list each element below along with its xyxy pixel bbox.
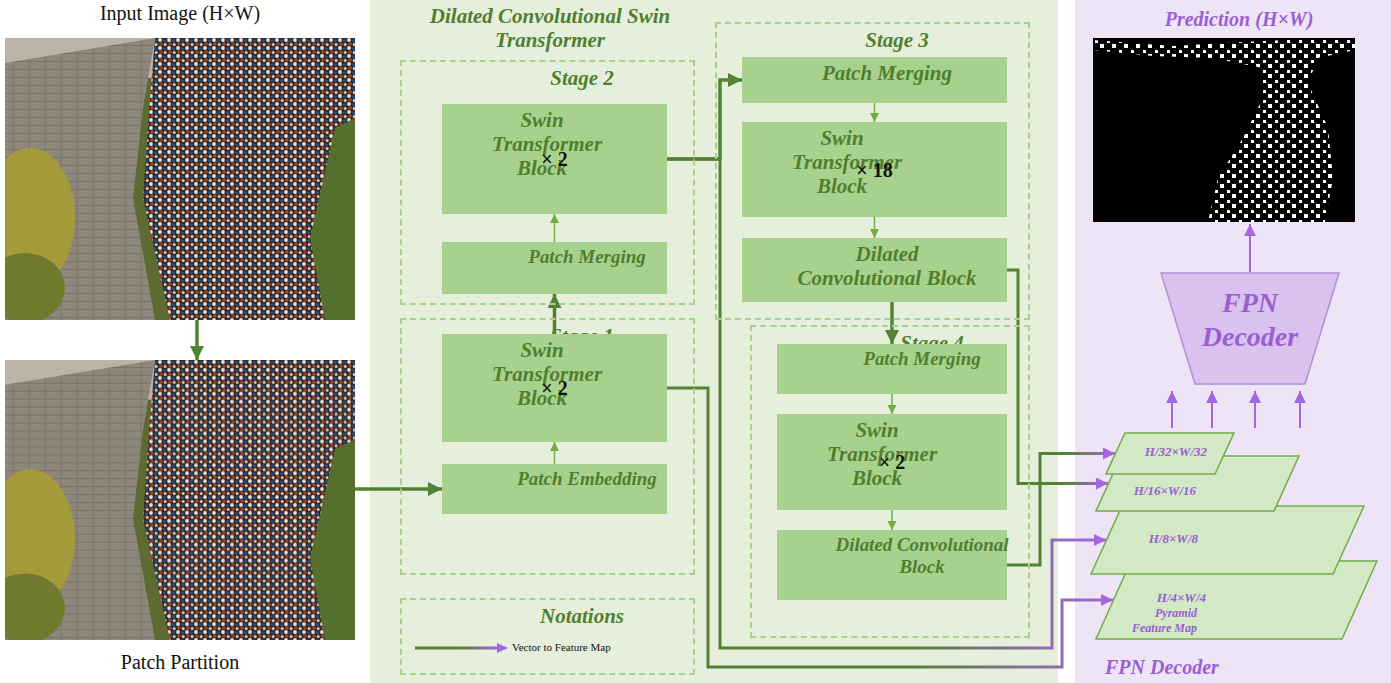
legend-arrowhead xyxy=(497,643,508,653)
process-block: Dilated Convolutional Block xyxy=(777,530,1007,600)
legend-arrow xyxy=(415,647,498,650)
node-label: Stage 2 xyxy=(452,66,712,90)
connector xyxy=(1171,391,1173,428)
feature-map: H/8×W/8 xyxy=(1090,505,1365,575)
decoder-trapezoid: FPN Decoder xyxy=(1160,272,1340,385)
connector xyxy=(667,80,742,159)
node-label: Dilated Convolutional Swin Transformer xyxy=(420,4,680,52)
process-block: Dilated Convolutional Block xyxy=(742,238,1007,302)
node-label: Patch Embedding xyxy=(492,468,682,510)
connector xyxy=(1249,224,1251,272)
connector xyxy=(667,388,1113,667)
stage-box: Stage 3 Patch MergingSwin Transformer Blo… xyxy=(715,22,1030,320)
head-points xyxy=(1093,38,1355,222)
prediction-ground xyxy=(1093,38,1355,222)
parallelogram-outline xyxy=(1106,433,1234,474)
connector xyxy=(195,320,199,360)
node-label: H/16×W/16 xyxy=(1114,483,1196,508)
stage-box: Stage 4Patch MergingSwin Transformer Blo… xyxy=(750,325,1030,638)
node-label: Prediction (H×W) xyxy=(1123,8,1355,218)
decoder-panel-ground xyxy=(1075,0,1391,683)
connector xyxy=(874,217,876,238)
image-node: Patch Partition xyxy=(5,360,355,676)
node-label: FPN Decoder xyxy=(1180,286,1320,381)
crowd-photo xyxy=(0,38,355,323)
connector xyxy=(554,214,556,242)
process-block: Swin Transformer Block× 18 xyxy=(742,122,1007,217)
process-block: Swin Transformer Block× 2 xyxy=(777,414,1007,510)
node-label: Dilated Convolutional Block xyxy=(792,242,982,290)
node-label: Pyramid Feature Map xyxy=(1115,606,1197,643)
node-label: × 2 xyxy=(541,147,567,171)
prediction-node: Prediction (H×W) xyxy=(1093,6,1355,222)
node-label: Swin Transformer Block xyxy=(827,418,927,506)
parallelogram-outline xyxy=(1096,561,1377,639)
stage-box: Stage 1Swin Transformer Block× 2Patch Em… xyxy=(400,318,695,575)
node-label: Patch Partition xyxy=(5,651,355,674)
connector xyxy=(1211,391,1213,428)
connector xyxy=(1299,391,1301,428)
connector xyxy=(355,487,442,491)
connector xyxy=(890,302,894,344)
process-block: Patch Embedding xyxy=(442,464,667,514)
decoder-panel: FPN DecoderPrediction (H×W)FPN DecoderPy… xyxy=(1075,0,1391,683)
pyramid-group: Pyramid Feature Map H/32×W/32H/16×W/16H/8… xyxy=(1085,428,1383,647)
node-label: H/32×W/32 xyxy=(1125,444,1207,471)
process-block: Patch Merging xyxy=(742,57,1007,103)
connector xyxy=(874,103,876,122)
trapezoid-outline xyxy=(1161,273,1339,384)
node-label: Stage 3 xyxy=(767,28,1027,52)
feature-map: H/32×W/32 xyxy=(1105,432,1235,475)
node-label: × 2 xyxy=(879,450,905,474)
parallelogram-outline xyxy=(1091,506,1364,574)
node-label: Patch Merging xyxy=(827,348,1017,390)
connector xyxy=(891,394,893,414)
legend-label: Vector to Feature Map xyxy=(512,641,611,653)
notation-box: NotationsVector to Feature Map xyxy=(400,598,695,675)
node-label: Dilated Convolutional Block xyxy=(827,534,1017,596)
encoder-panel: Dilated Convolutional Swin TransformerSt… xyxy=(370,0,1058,683)
node-label: Patch Merging xyxy=(792,61,982,85)
parallelogram-outline xyxy=(1096,456,1299,511)
node-label: × 18 xyxy=(856,158,892,182)
connector xyxy=(554,442,556,464)
process-block: Patch Merging xyxy=(777,344,1007,394)
image-node: Input Image (H×W) xyxy=(5,0,355,320)
connector xyxy=(891,510,893,530)
node-label: H/8×W/8 xyxy=(1116,531,1198,571)
node-label: Patch Merging xyxy=(492,246,682,268)
process-block: Patch Merging xyxy=(442,242,667,294)
node-label: × 2 xyxy=(541,376,567,400)
node-label: Notations xyxy=(452,604,712,628)
prediction-map xyxy=(1093,38,1355,222)
parallelogram-shape xyxy=(1090,505,1365,575)
crowd-photo xyxy=(0,360,355,643)
connector xyxy=(1254,391,1256,428)
stage-box: Stage 2Swin Transformer Block× 2Patch Me… xyxy=(400,60,695,305)
node-label: FPN Decoder xyxy=(1105,656,1219,679)
node-label: Input Image (H×W) xyxy=(5,2,355,25)
process-block: Swin Transformer Block× 2 xyxy=(442,104,667,214)
process-block: Swin Transformer Block× 2 xyxy=(442,334,667,442)
connector xyxy=(1007,270,1108,484)
connector xyxy=(667,159,1106,648)
